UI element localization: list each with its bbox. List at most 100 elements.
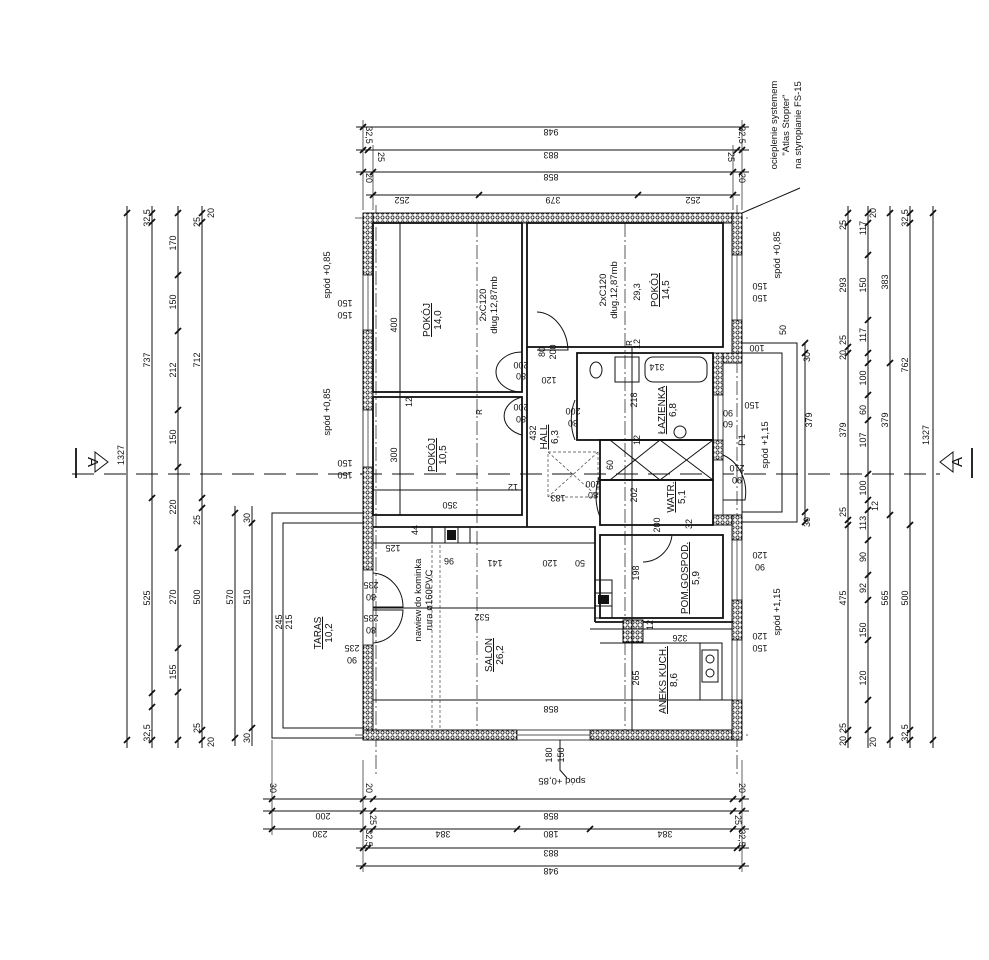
dimension-label: 150 (337, 458, 352, 468)
dimension-tick (513, 825, 521, 833)
dimension-tick (801, 508, 809, 516)
dimension-tick (174, 406, 182, 414)
dimension-tick (174, 209, 182, 217)
sill-height: spód +0,85 (322, 251, 333, 298)
dimension-label: 90 (723, 408, 733, 418)
dimension-label: 50 (778, 325, 788, 335)
dimension-tick (906, 736, 914, 744)
dimension-label: 400 (389, 317, 399, 332)
dimension-label: 235 (344, 643, 359, 653)
dimension-label: 120 (541, 375, 556, 385)
dimension-label: 20 (737, 173, 747, 183)
dimension-tick (359, 795, 367, 803)
dimension-tick (148, 218, 156, 226)
dimension-label: 100 (858, 370, 868, 385)
dimension-label: 25 (838, 335, 848, 345)
room-area: 26,2 (495, 645, 506, 665)
dimension-tick (864, 359, 872, 367)
dimension-label: 60 (605, 460, 615, 470)
dimension-label: 200 (513, 360, 528, 370)
insulation-note: ocieplenie systemem (769, 81, 780, 170)
dimension-lines (126, 120, 934, 872)
section-marker-left: A (75, 448, 109, 478)
dimension-label: 379 (880, 412, 890, 427)
dimension-tick (738, 807, 746, 815)
dimension-label: 120 (752, 631, 767, 641)
dimension-label: 25 (838, 220, 848, 230)
dimension-tick (906, 521, 914, 529)
dimension-tick (198, 218, 206, 226)
dimension-tick (174, 271, 182, 279)
dimension-tick (886, 209, 894, 217)
dimension-label: 20 (206, 737, 216, 747)
dimension-tick (148, 689, 156, 697)
room-name: ŁAZIENKA (657, 386, 668, 435)
dimension-label: 20 (206, 208, 216, 218)
dimension-label: 20 (364, 173, 374, 183)
dimension-label: 12 (508, 482, 518, 492)
dimension-label: 80 (366, 592, 376, 602)
room-labels: POKÓJ 14,0 POKÓJ 14,5 POKÓJ 10,5 HALL 6,… (313, 273, 702, 714)
dimension-label: 180 (544, 747, 554, 762)
dimension-tick (844, 219, 852, 227)
dimension-label: 948 (543, 127, 558, 137)
dimension-label: 100 (749, 343, 764, 353)
dimension-label: 25 (368, 815, 378, 825)
dimension-label: 235 (363, 580, 378, 590)
dimension-tick (369, 807, 377, 815)
dimension-label: 252 (685, 195, 700, 205)
dimension-tick (198, 209, 206, 217)
dimension-tick (886, 359, 894, 367)
dimension-label: 150 (858, 277, 868, 292)
dimension-tick (906, 219, 914, 227)
dimension-tick (729, 795, 737, 803)
dimension-label: 858 (543, 704, 558, 714)
dimension-tick (198, 504, 206, 512)
dimension-label: 198 (631, 565, 641, 580)
dimension-tick (738, 146, 746, 154)
dimension-label: 500 (192, 589, 202, 604)
dimension-tick (906, 726, 914, 734)
dimension-tick (231, 734, 239, 742)
dimension-tick (864, 636, 872, 644)
dimension-tick (174, 736, 182, 744)
dimension-tick (369, 825, 377, 833)
room-name: WATR. (666, 481, 677, 512)
sink (673, 425, 687, 439)
dimension-tick (729, 825, 737, 833)
dimension-label: 762 (900, 357, 910, 372)
dimension-label: 20 (737, 783, 747, 793)
dimension-tick (268, 807, 276, 815)
toilet (589, 361, 603, 379)
dimension-tick (801, 349, 809, 357)
dimension-label: 117 (858, 328, 868, 342)
dimension-label: 212 (168, 362, 178, 377)
dimension-tick (864, 416, 872, 424)
dimension-label: 565 (880, 590, 890, 605)
dimension-label: 29,3 (632, 283, 642, 301)
room-area: 8,6 (669, 673, 680, 687)
dimension-tick (359, 146, 367, 154)
dimension-label: 350 (442, 500, 457, 510)
dimension-label: 32,5 (900, 209, 910, 227)
dimension-tick (864, 251, 872, 259)
dimension-label: 150 (337, 298, 352, 308)
dimension-label: 80 (516, 371, 526, 381)
dimension-tick (123, 209, 131, 217)
dimension-label: 44 (410, 525, 420, 535)
sill-height: spód +0,85 (538, 775, 585, 786)
room-area: 5,9 (691, 571, 702, 585)
dimension-label: 712 (192, 352, 202, 367)
dimension-label: 252 (394, 195, 409, 205)
beam-length: dług.12,87mb (609, 261, 620, 319)
dimension-tick (906, 209, 914, 217)
dimension-tick (364, 844, 372, 852)
dimension-label: 32,5 (364, 126, 374, 144)
dimension-tick (733, 146, 741, 154)
dimension-tick (369, 795, 377, 803)
dimension-label: 120 (542, 558, 557, 568)
dimension-tick (123, 736, 131, 744)
dimension-label: 200 (652, 517, 662, 532)
dimension-label: 80 (516, 414, 526, 424)
dimension-label: 92 (858, 583, 868, 593)
